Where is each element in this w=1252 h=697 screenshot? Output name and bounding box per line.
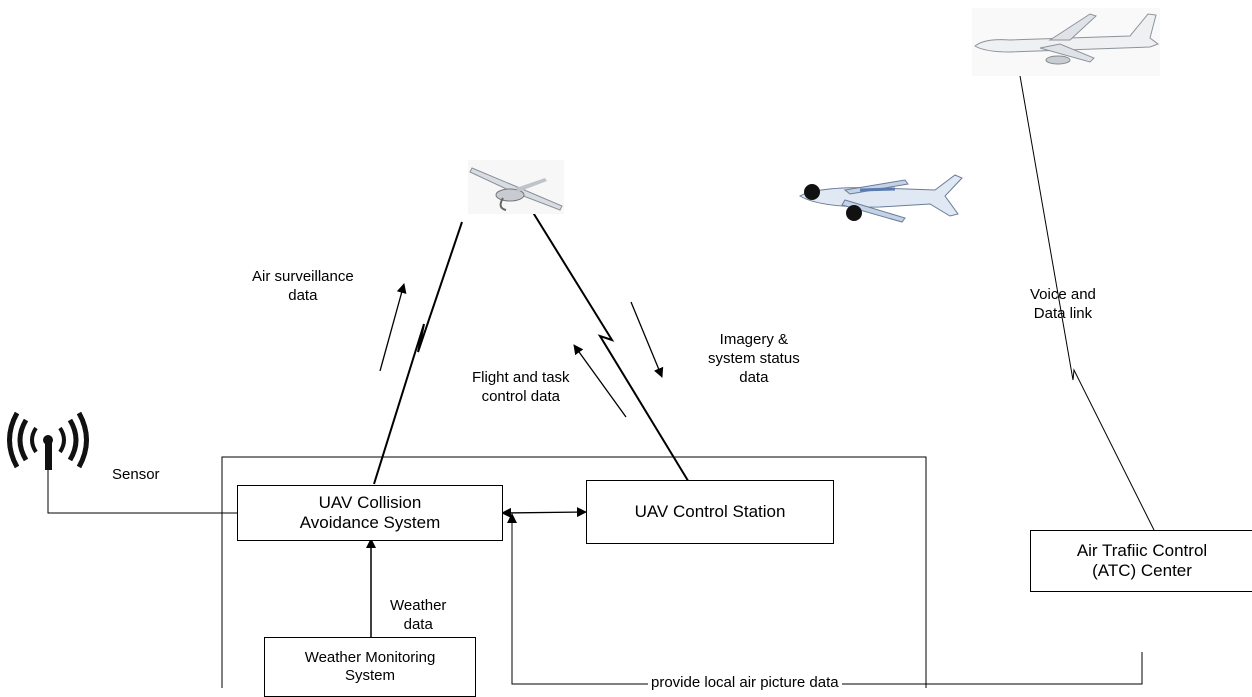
flight-task-control-label: Flight and task control data [472, 369, 570, 407]
air-surveillance-line2: data [288, 286, 318, 304]
air-surveillance-line1: Air surveillance [252, 268, 354, 285]
atc-center-box[interactable]: Air Trafiic Control (ATC) Center [1030, 530, 1252, 592]
voice-data-link-line2: Data link [1033, 304, 1093, 322]
cas-control-link-arrow [501, 507, 587, 518]
uav-control-station-box[interactable]: UAV Control Station [586, 480, 834, 544]
light-aircraft-icon [798, 174, 963, 223]
atc-title-line1: Air Trafiic Control [1076, 540, 1208, 560]
atc-radio-link [1018, 69, 1155, 531]
weather-data-line2: data [403, 615, 433, 633]
local-air-picture-text: provide local air picture data [651, 674, 839, 691]
collision-avoidance-title-line2: Avoidance System [299, 513, 441, 532]
imagery-arrow [630, 301, 664, 378]
sensor-label-text: Sensor [112, 466, 160, 483]
uav-glider-icon [468, 160, 564, 214]
control-station-title: UAV Control Station [634, 501, 786, 521]
air-surveillance-label: Air surveillance data [252, 268, 354, 306]
flight-task-control-line2: control data [481, 387, 560, 405]
weather-data-line1: Weather [390, 597, 447, 614]
local-air-picture-label: provide local air picture data [648, 674, 842, 693]
control-station-radio-link [528, 205, 691, 485]
system-boundary [221, 456, 927, 688]
voice-data-link-line1: Voice and [1030, 286, 1096, 303]
flight-control-arrow [573, 344, 627, 418]
air-surveillance-radio-link [373, 221, 463, 485]
weather-monitoring-title-line2: System [344, 667, 395, 684]
uav-collision-avoidance-box[interactable]: UAV Collision Avoidance System [237, 485, 503, 541]
imagery-status-label: Imagery & system status data [708, 331, 800, 387]
imagery-status-line2: system status [708, 349, 800, 367]
atc-title-line2: (ATC) Center [1092, 561, 1192, 580]
airliner-icon [972, 8, 1160, 76]
sensor-label: Sensor [112, 466, 160, 485]
voice-data-link-label: Voice and Data link [1030, 286, 1096, 324]
sensor-antenna-icon [7, 411, 89, 470]
weather-monitoring-system[interactable]: Weather Monitoring System [264, 637, 476, 697]
imagery-status-line3: data [739, 368, 769, 386]
weather-monitoring-title-line1: Weather Monitoring [304, 649, 436, 666]
imagery-status-line1: Imagery & [719, 331, 789, 348]
weather-data-label: Weather data [390, 597, 446, 635]
flight-task-control-line1: Flight and task [472, 369, 570, 386]
air-surveillance-arrow [379, 283, 407, 372]
sensor-connection-line [47, 470, 237, 514]
collision-avoidance-title-line1: UAV Collision [318, 492, 422, 512]
